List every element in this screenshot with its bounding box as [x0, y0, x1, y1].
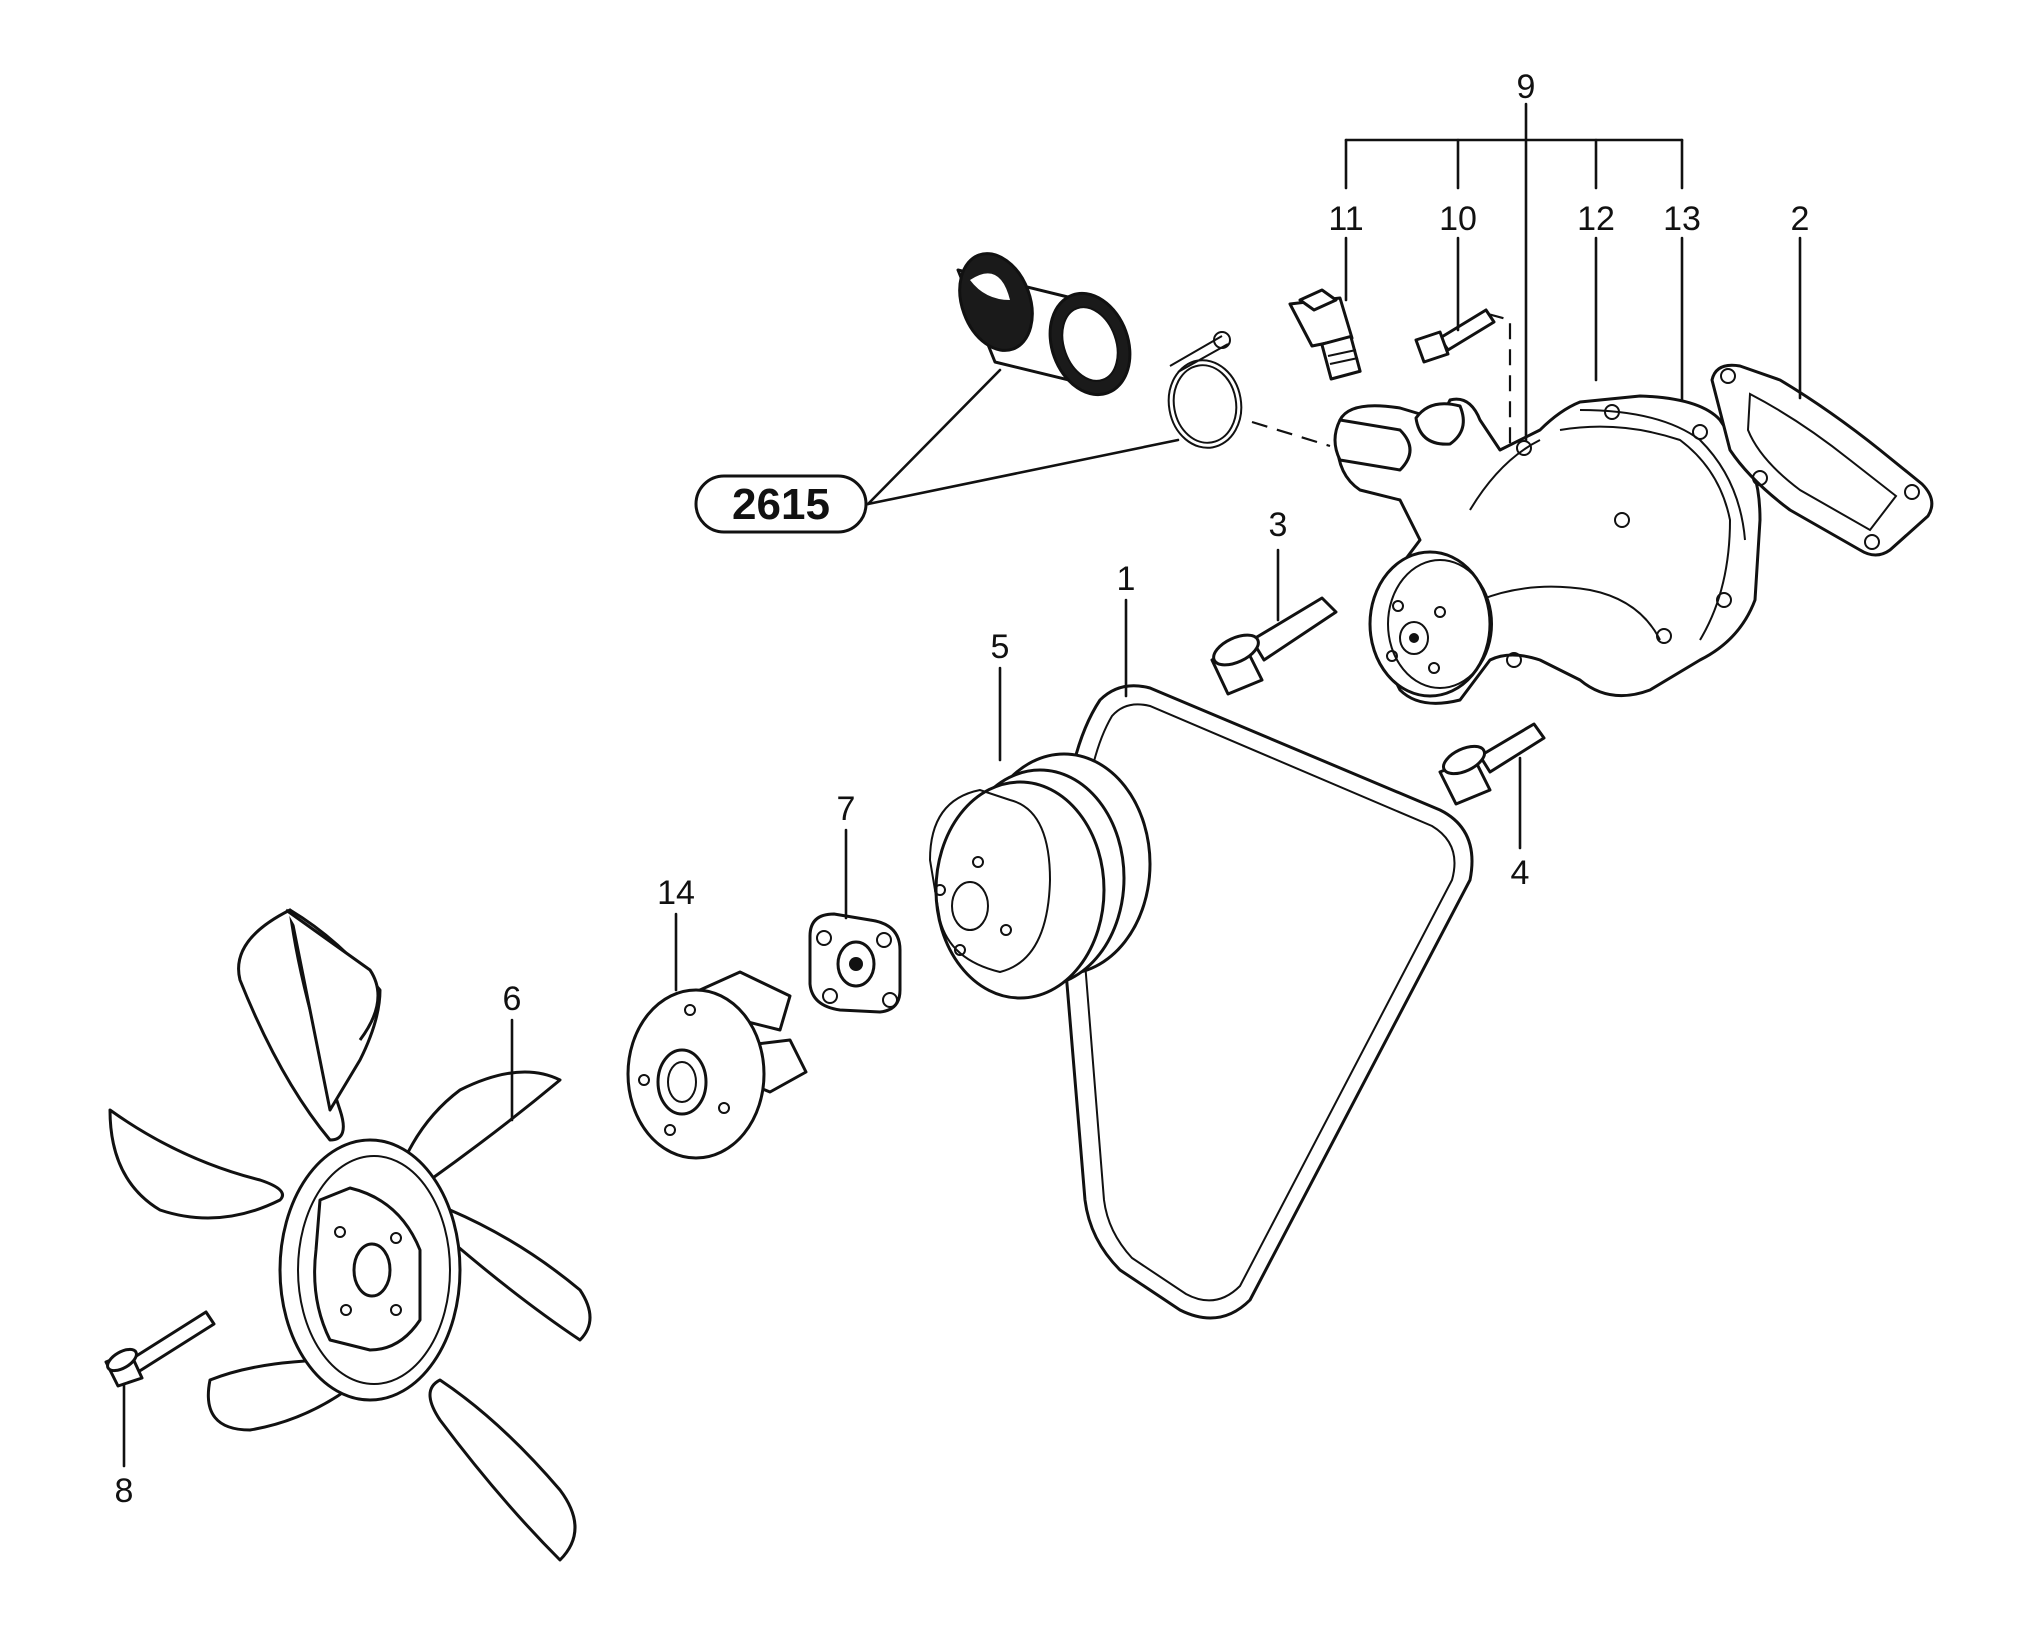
water-pump-part [1333, 394, 1762, 705]
fan-hub-part [626, 970, 808, 1160]
fan-pulley-part [928, 752, 1152, 1000]
callout-8: 8 [115, 1472, 134, 1510]
hose-clamp-part [1167, 331, 1243, 449]
hose-part [956, 252, 1132, 397]
reference-badge-text: 2615 [732, 480, 830, 529]
assembly-line-hose [1251, 420, 1331, 448]
bolt-3-part [1210, 596, 1338, 696]
leader-lines [122, 102, 1802, 1468]
bolt-10-part [1414, 308, 1496, 364]
bolt-8-part [104, 1310, 216, 1388]
cooling-fan-part [108, 908, 592, 1562]
callout-7: 7 [837, 790, 856, 828]
assembly-line-bolt10 [1487, 312, 1512, 446]
callout-12: 12 [1577, 200, 1615, 238]
callout-5: 5 [991, 628, 1010, 666]
callout-2: 2 [1791, 200, 1810, 238]
callout-11: 11 [1328, 200, 1363, 238]
callout-4: 4 [1511, 854, 1530, 892]
bolt-4-part [1438, 722, 1546, 806]
callout-10: 10 [1439, 200, 1477, 238]
callout-9: 9 [1517, 68, 1536, 106]
callout-1: 1 [1117, 560, 1136, 598]
callout-3: 3 [1269, 506, 1288, 544]
callout-13: 13 [1663, 200, 1701, 238]
callout-6: 6 [503, 980, 522, 1018]
spacer-part [808, 912, 902, 1014]
fitting-part [1288, 288, 1362, 381]
callout-14: 14 [657, 874, 695, 912]
reference-badge: 2615 [694, 474, 868, 534]
gasket-part [1710, 363, 1934, 557]
